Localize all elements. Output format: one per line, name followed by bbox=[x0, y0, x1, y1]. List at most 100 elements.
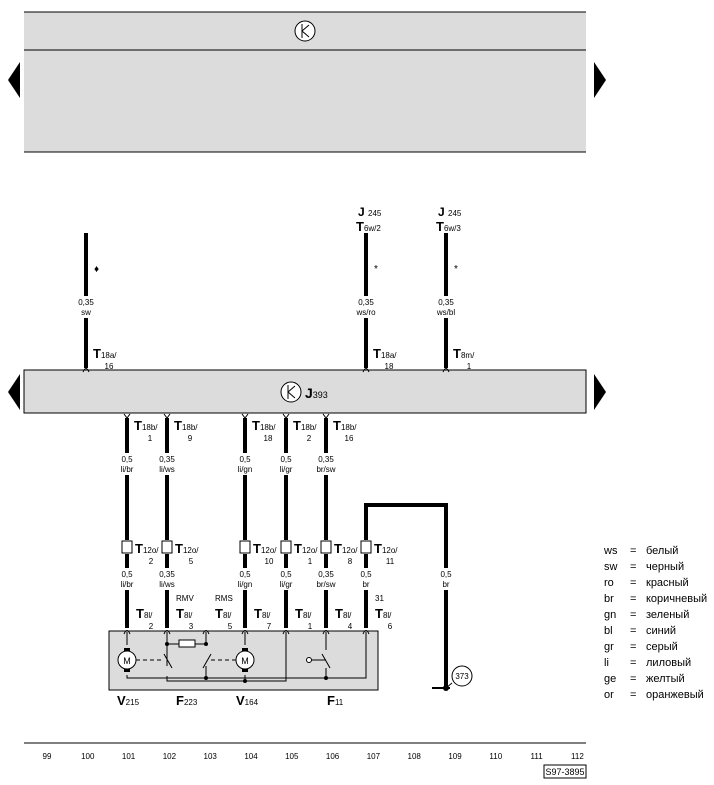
pin-arrow-icon bbox=[241, 630, 249, 635]
connector-num: 1 bbox=[308, 557, 313, 566]
connector-label: T12o/ bbox=[294, 541, 318, 556]
source-connector: T6w/3 bbox=[436, 219, 461, 234]
t8-connector-label: T8l/ bbox=[295, 606, 312, 621]
legend-color-name: оранжевый bbox=[646, 689, 704, 701]
connector-label-num: 16 bbox=[345, 434, 354, 443]
legend-item: gn=зеленый bbox=[604, 607, 707, 623]
track-number: 111 bbox=[531, 752, 544, 761]
legend-code: ro bbox=[604, 577, 614, 589]
pin-arrow-icon bbox=[282, 413, 290, 419]
wire-color: li/br bbox=[121, 580, 134, 589]
connector-num: 8 bbox=[348, 557, 353, 566]
track-number: 110 bbox=[489, 752, 502, 761]
legend-eq: = bbox=[630, 625, 637, 637]
connector-label: T18b/ bbox=[333, 418, 357, 433]
wire-color: br/sw bbox=[316, 465, 335, 474]
track-number: 100 bbox=[81, 752, 95, 761]
connector-num: 10 bbox=[265, 557, 274, 566]
source-sub: 245 bbox=[448, 209, 462, 218]
legend-item: sw=черный bbox=[604, 559, 707, 575]
component-label: V164 bbox=[236, 693, 259, 708]
pin-arrow-icon bbox=[442, 368, 450, 373]
control-unit-box bbox=[23, 369, 587, 414]
legend-color-name: синий bbox=[646, 625, 677, 637]
note-mark: * bbox=[454, 264, 458, 275]
track-number: 108 bbox=[408, 752, 422, 761]
nav-left-arrow-icon[interactable] bbox=[8, 374, 20, 410]
wire-size: 0,5 bbox=[239, 570, 251, 579]
legend-item: ro=красный bbox=[604, 575, 707, 591]
control-unit-symbol-icon bbox=[294, 20, 316, 42]
legend-code: bl bbox=[604, 625, 613, 637]
wire-size: 0,35 bbox=[438, 298, 454, 307]
connector-label: T12o/ bbox=[334, 541, 358, 556]
track-number: 109 bbox=[448, 752, 462, 761]
source-component: J bbox=[438, 205, 445, 219]
wire-color: br/sw bbox=[316, 580, 335, 589]
track-number: 104 bbox=[244, 752, 258, 761]
legend-item: bl = синий bbox=[604, 623, 707, 639]
pin-arrow-icon bbox=[282, 630, 290, 635]
legend-eq: = bbox=[630, 561, 637, 573]
connector-label-num: 18 bbox=[264, 434, 273, 443]
connector-label-num: 16 bbox=[105, 362, 114, 371]
source-component: J bbox=[358, 205, 365, 219]
wire-color: ws/bl bbox=[436, 308, 455, 317]
legend-item: or=оранжевый bbox=[604, 687, 707, 703]
plug-connector-icon bbox=[161, 540, 173, 554]
legend-code: gr bbox=[604, 641, 614, 653]
connector-label: T18b/ bbox=[174, 418, 198, 433]
legend-eq: = bbox=[630, 593, 637, 605]
t8-connector-label: T8l/ bbox=[136, 606, 153, 621]
connector-label: T12o/ bbox=[135, 541, 159, 556]
terminal-label: RMS bbox=[215, 594, 233, 603]
connector-label-num: 1 bbox=[467, 362, 472, 371]
wire-color: li/ws bbox=[159, 580, 175, 589]
legend-eq: = bbox=[630, 641, 637, 653]
component-label: V215 bbox=[117, 693, 140, 708]
t8-connector-label: T8l/ bbox=[176, 606, 193, 621]
plug-connector-icon bbox=[360, 540, 372, 554]
nav-left-arrow-icon[interactable] bbox=[8, 62, 20, 98]
t8-num: 1 bbox=[308, 622, 313, 631]
connector-label: T18b/ bbox=[252, 418, 276, 433]
legend-item: li=лиловый bbox=[604, 655, 707, 671]
control-unit-label: J393 bbox=[305, 385, 328, 401]
control-unit-symbol-icon bbox=[280, 381, 302, 403]
t8-connector-label: T8l/ bbox=[215, 606, 232, 621]
motor-label: M bbox=[241, 656, 249, 666]
t8-connector-label: T8l/ bbox=[375, 606, 392, 621]
wire-size: 0,5 bbox=[360, 570, 372, 579]
t8-num: 3 bbox=[189, 622, 194, 631]
plug-connector-icon bbox=[121, 540, 133, 554]
wire-color: li/br bbox=[121, 465, 134, 474]
plug-connector-icon bbox=[320, 540, 332, 554]
legend-eq: = bbox=[630, 609, 637, 621]
wire-size: 0,35 bbox=[318, 455, 334, 464]
connector-label: T12o/ bbox=[253, 541, 277, 556]
nav-right-arrow-icon[interactable] bbox=[594, 374, 606, 410]
ground-point-marker bbox=[451, 665, 473, 687]
track-number: 107 bbox=[367, 752, 381, 761]
nav-right-arrow-icon[interactable] bbox=[594, 62, 606, 98]
legend-code: br bbox=[604, 593, 614, 605]
track-number: 103 bbox=[204, 752, 218, 761]
pin-arrow-icon bbox=[163, 413, 171, 419]
wire-size: 0,5 bbox=[280, 455, 292, 464]
connector-label: T18b/ bbox=[293, 418, 317, 433]
legend-code: ge bbox=[604, 673, 617, 685]
track-number: 99 bbox=[43, 752, 52, 761]
connector-label: T18a/ bbox=[373, 346, 397, 361]
pin-arrow-icon bbox=[202, 630, 210, 635]
wire-size: 0,5 bbox=[239, 455, 251, 464]
connector-num: 5 bbox=[189, 557, 194, 566]
pin-arrow-icon bbox=[163, 630, 171, 635]
t8-connector-label: T8l/ bbox=[254, 606, 271, 621]
source-connector: T6w/2 bbox=[356, 219, 381, 234]
legend-item: ge=желтый bbox=[604, 671, 707, 687]
legend-code: sw bbox=[604, 561, 618, 573]
motor-label: M bbox=[123, 656, 131, 666]
track-number: 101 bbox=[122, 752, 136, 761]
note-mark: ♦ bbox=[94, 264, 99, 275]
